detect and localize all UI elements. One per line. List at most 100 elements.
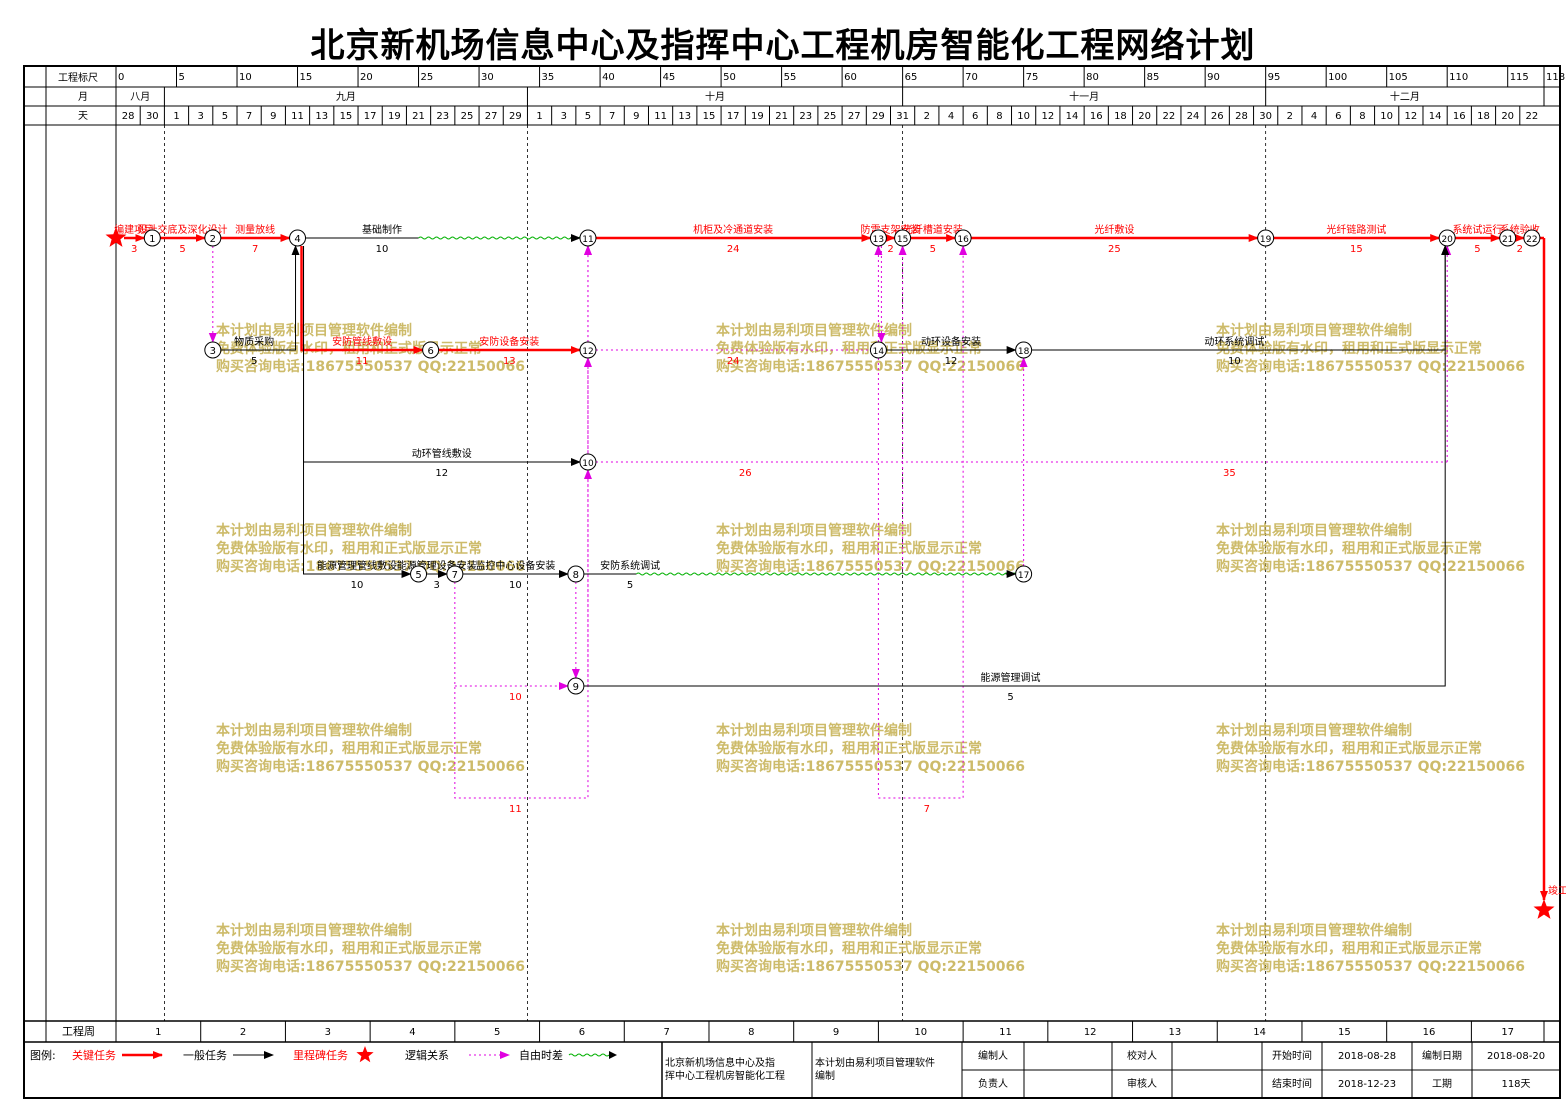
day-number: 13 xyxy=(315,111,328,122)
task-duration: 10 xyxy=(351,580,364,591)
day-number: 15 xyxy=(340,111,353,122)
node-number: 15 xyxy=(897,235,908,245)
end-label: 结束时间 xyxy=(1272,1077,1312,1090)
legend-item-label: 一般任务 xyxy=(183,1049,227,1062)
network-node: 15 xyxy=(894,229,912,247)
day-number: 27 xyxy=(848,111,861,122)
free-float xyxy=(418,236,581,240)
watermark-text: 本计划由易利项目管理软件编制 xyxy=(716,322,912,339)
watermark-text: 本计划由易利项目管理软件编制 xyxy=(216,522,412,539)
day-number: 17 xyxy=(727,111,740,122)
day-number: 2 xyxy=(924,111,930,122)
watermark-text: 免费体验版有水印，租用和正式版显示正常 xyxy=(216,940,482,957)
legend-milestone-icon xyxy=(356,1046,374,1063)
logic-relation xyxy=(454,245,592,799)
network-node: 1 xyxy=(143,229,161,247)
scale-tick-label: 110 xyxy=(1449,72,1468,83)
day-number: 21 xyxy=(775,111,788,122)
network-node: 11 xyxy=(579,229,597,247)
day-number: 16 xyxy=(1453,111,1466,122)
watermark-text: 本计划由易利项目管理软件编制 xyxy=(716,722,912,739)
task-name: 安防管线敷设 xyxy=(332,335,392,348)
task-duration: 7 xyxy=(252,244,258,255)
day-number: 17 xyxy=(364,111,377,122)
task-duration: 24 xyxy=(727,244,740,255)
watermark-text: 免费体验版有水印，租用和正式版显示正常 xyxy=(716,340,982,357)
start-value: 2018-08-28 xyxy=(1338,1051,1396,1062)
legend-float-arrowhead xyxy=(609,1051,617,1059)
network-node: 22 xyxy=(1523,229,1541,247)
node-circle xyxy=(1499,229,1517,247)
day-number: 22 xyxy=(1162,111,1175,122)
start-milestone-icon xyxy=(105,227,127,247)
week-number: 16 xyxy=(1423,1027,1436,1038)
watermark-text: 购买咨询电话:18675550537 QQ:22150066 xyxy=(716,558,1025,575)
legend-item-label: 逻辑关系 xyxy=(405,1048,449,1062)
month-name: 十一月 xyxy=(1069,90,1099,103)
node-circle xyxy=(579,453,597,471)
day-number: 11 xyxy=(654,111,667,122)
node-circle xyxy=(1257,229,1275,247)
watermark-text: 免费体验版有水印，租用和正式版显示正常 xyxy=(1216,940,1482,957)
day-number: 31 xyxy=(896,111,909,122)
task-duration: 15 xyxy=(1350,244,1363,255)
week-number: 5 xyxy=(494,1027,500,1038)
task-duration: 13 xyxy=(503,356,516,367)
network-node: 10 xyxy=(579,453,597,471)
node-circle xyxy=(143,229,161,247)
day-number: 28 xyxy=(1235,111,1248,122)
day-number: 12 xyxy=(1405,111,1418,122)
week-number: 10 xyxy=(914,1027,927,1038)
project-name-line2: 挥中心工程机房智能化工程 xyxy=(665,1069,785,1082)
day-number: 23 xyxy=(799,111,812,122)
project-name-line1: 北京新机场信息中心及指 xyxy=(665,1056,775,1069)
scale-tick-label: 90 xyxy=(1207,72,1220,83)
node-circle xyxy=(869,341,887,359)
day-number: 9 xyxy=(633,111,639,122)
task-duration: 5 xyxy=(627,580,633,591)
scale-tick-label: 105 xyxy=(1389,72,1408,83)
day-number: 16 xyxy=(1090,111,1103,122)
watermark-text: 购买咨询电话:18675550537 QQ:22150066 xyxy=(1216,558,1525,575)
day-number: 21 xyxy=(412,111,425,122)
task-duration: 10 xyxy=(509,580,522,591)
node-circle xyxy=(204,341,222,359)
task-name: 机柜及冷通道安装 xyxy=(693,223,773,236)
day-number: 27 xyxy=(485,111,498,122)
task-duration: 10 xyxy=(1228,356,1241,367)
watermark-text: 免费体验版有水印，租用和正式版显示正常 xyxy=(1216,740,1482,757)
day-number: 9 xyxy=(270,111,276,122)
scale-tick-label: 75 xyxy=(1026,72,1039,83)
node-number: 18 xyxy=(1018,347,1030,357)
checker-label: 校对人 xyxy=(1127,1049,1157,1062)
watermark-text: 免费体验版有水印，租用和正式版显示正常 xyxy=(716,940,982,957)
network-node: 7 xyxy=(446,565,464,583)
day-number: 15 xyxy=(703,111,716,122)
legend-item-label: 里程碑任务 xyxy=(293,1049,348,1062)
network-node: 9 xyxy=(567,677,585,695)
week-number: 8 xyxy=(748,1027,754,1038)
node-circle xyxy=(894,229,912,247)
scale-tick-label: 95 xyxy=(1268,72,1281,83)
watermark-text: 购买咨询电话:18675550537 QQ:22150066 xyxy=(216,758,525,775)
task-name: 动环系统调试 xyxy=(1204,335,1264,348)
scale-tick-label: 115 xyxy=(1510,72,1529,83)
watermark-text: 本计划由易利项目管理软件编制 xyxy=(716,522,912,539)
watermark-text: 免费体验版有水印，租用和正式版显示正常 xyxy=(216,540,482,557)
month-name: 十二月 xyxy=(1390,90,1420,103)
scale-tick-label: 20 xyxy=(360,72,373,83)
node-circle xyxy=(567,565,585,583)
task-arrow xyxy=(220,245,300,351)
task-name: 安防系统调试 xyxy=(600,559,660,572)
network-node: 3 xyxy=(204,341,222,359)
task-name: 能源管理管线敷设 xyxy=(317,559,397,572)
scale-tick-label: 40 xyxy=(602,72,615,83)
task-duration: 11 xyxy=(356,356,369,367)
task-name: 安防设备安装 xyxy=(479,335,539,348)
task-duration: 2 xyxy=(887,244,893,255)
float-value: 24 xyxy=(727,356,740,367)
day-number: 19 xyxy=(388,111,401,122)
scale-tick-label: 10 xyxy=(239,72,252,83)
month-label: 月 xyxy=(78,91,88,103)
node-circle xyxy=(579,341,597,359)
